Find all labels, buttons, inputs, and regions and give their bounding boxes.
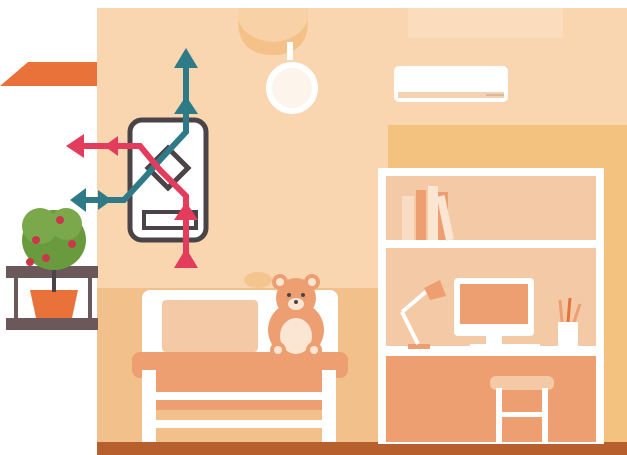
book xyxy=(416,190,426,240)
bookshelf-desk xyxy=(378,168,604,444)
air-conditioner xyxy=(394,66,508,102)
book xyxy=(402,196,414,240)
book xyxy=(428,186,438,240)
